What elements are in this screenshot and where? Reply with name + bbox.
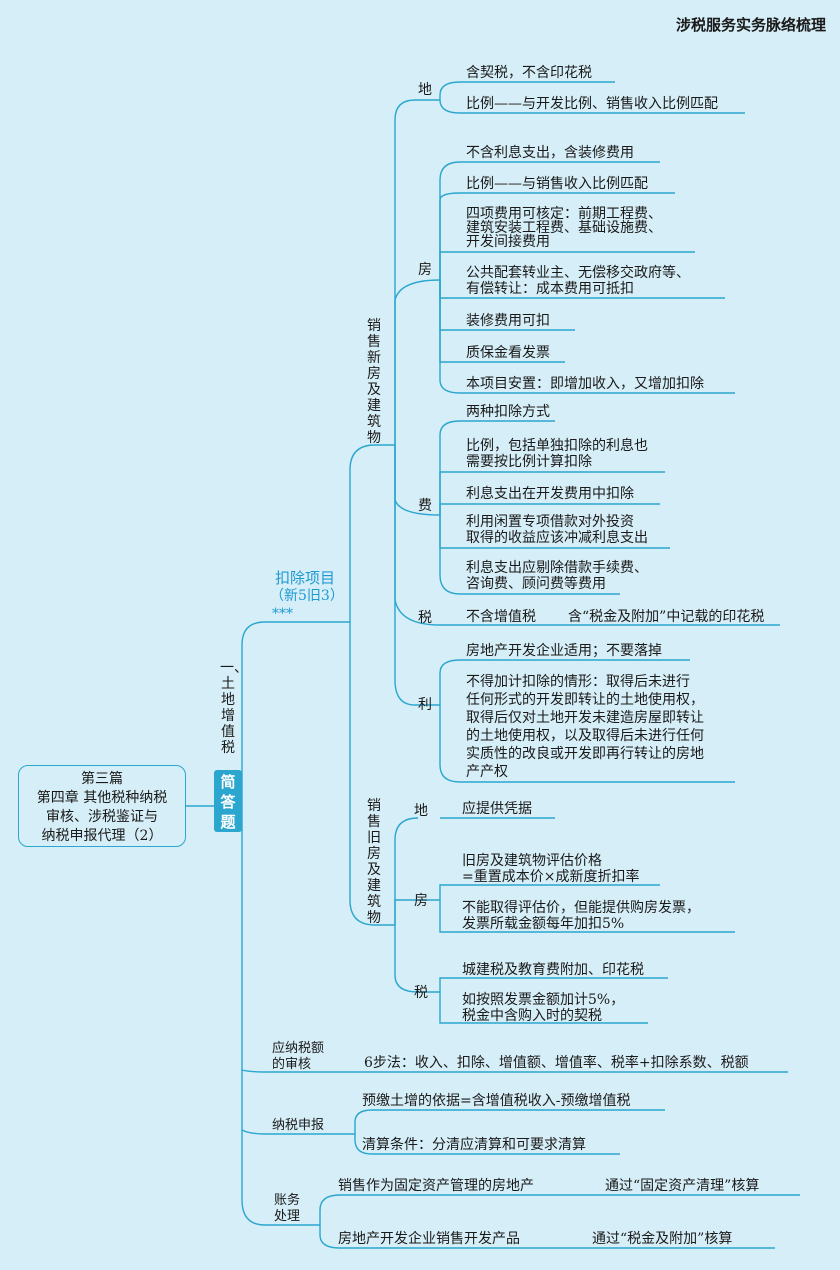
root-part: 第三篇 (81, 771, 123, 787)
filing-label: 纳税申报 (272, 1118, 325, 1133)
profit-item: 房地产开发企业适用；不要落掉 (466, 643, 662, 659)
old-tax-item: 税金中含购入时的契税 (462, 1008, 602, 1024)
old-house-item: 不能取得评估价，但能提供购房发票， (462, 900, 700, 916)
old-tax-item: 城建税及教育费附加、印花税 (462, 962, 644, 978)
tax-item: 不含增值税 (466, 609, 536, 625)
profit-item: 不得加计扣除的情形：取得后未进行 (466, 674, 690, 690)
new-land-item: 比例——与开发比例、销售收入比例匹配 (466, 96, 718, 112)
old-house-title: 销售旧房及建筑物 (367, 798, 381, 926)
old-land-item: 应提供凭据 (462, 801, 532, 817)
accounting-item: 通过“固定资产清理”核算 (605, 1178, 760, 1194)
section-title: 一、土地增值税 (220, 660, 248, 756)
old-house-item: 发票所载金额每年加扣5% (462, 916, 625, 932)
audit-item: 6步法：收入、扣除、增值额、增值率、税率+扣除系数、税额 (364, 1055, 749, 1071)
old-tax-label: 税 (414, 985, 428, 1001)
new-house-item: 开发间接费用 (466, 234, 550, 250)
tax-item: 含“税金及附加”中记载的印花税 (568, 609, 765, 625)
old-tax-item: 如按照发票金额加计5%， (462, 992, 625, 1008)
new-land-item: 含契税，不含印花税 (466, 65, 592, 81)
tax-label: 税 (418, 610, 432, 626)
new-house-item: 公共配套转业主、无偿移交政府等、 (466, 265, 690, 281)
new-house-item: 质保金看发票 (466, 345, 550, 361)
old-house-label: 房 (414, 893, 428, 909)
fee-item: 两种扣除方式 (466, 404, 550, 420)
question-type-badge: 简答题 (214, 770, 242, 832)
fee-item: 利用闲置专项借款对外投资 (466, 514, 634, 530)
new-house-title: 销售新房及建筑物 (367, 318, 381, 446)
new-house-item: 有偿转让：成本费用可抵扣 (466, 281, 634, 297)
filing-item: 清算条件：分清应清算和可要求清算 (362, 1137, 586, 1153)
deduction-subtitle: （新5旧3） (270, 588, 344, 604)
root-chapter-cont: 审核、涉税鉴证与 (46, 809, 158, 825)
new-house-item: 本项目安置：即增加收入，又增加扣除 (466, 376, 704, 392)
fee-item: 咨询费、顾问费等费用 (466, 576, 606, 592)
importance-stars: *** (272, 606, 293, 622)
profit-label: 利 (418, 697, 432, 713)
page-header: 涉税服务实务脉络梳理 (675, 16, 826, 34)
profit-item: 的土地使用权，以及取得后未进行任何 (466, 728, 704, 744)
accounting-item: 房地产开发企业销售开发产品 (338, 1231, 520, 1247)
root-chapter: 第四章 其他税种纳税 (36, 790, 168, 806)
profit-item: 取得后仅对土地开发未建造房屋即转让 (466, 710, 704, 726)
root-node: 第三篇 第四章 其他税种纳税 审核、涉税鉴证与 纳税申报代理（2） (18, 765, 186, 847)
fee-item: 利息支出应剔除借款手续费、 (466, 560, 648, 576)
fee-item: 利息支出在开发费用中扣除 (466, 486, 634, 502)
fee-item: 取得的收益应该冲减利息支出 (466, 530, 648, 546)
accounting-item: 销售作为固定资产管理的房地产 (338, 1178, 534, 1194)
new-house-item: 建筑安装工程费、基础设施费、 (466, 220, 662, 236)
root-chapter-end: 纳税申报代理（2） (41, 828, 163, 844)
new-house-label: 房 (418, 262, 432, 278)
audit-label: 应纳税额 (272, 1041, 325, 1056)
old-house-item: =重置成本价×成新度折扣率 (462, 869, 640, 885)
profit-item: 产产权 (466, 764, 508, 780)
audit-label: 的审核 (272, 1057, 312, 1072)
accounting-label: 账务 (274, 1193, 301, 1208)
fee-label: 费 (418, 498, 432, 514)
new-house-item: 四项费用可核定：前期工程费、 (466, 206, 662, 222)
new-land-label: 地 (418, 82, 432, 98)
old-house-item: 旧房及建筑物评估价格 (462, 853, 602, 869)
deduction-title: 扣除项目 (275, 569, 336, 587)
fee-item: 比例，包括单独扣除的利息也 (466, 438, 648, 454)
new-house-item: 不含利息支出，含装修费用 (466, 145, 634, 161)
fee-item: 需要按比例计算扣除 (466, 454, 592, 470)
old-land-label: 地 (414, 803, 428, 819)
accounting-label: 处理 (274, 1209, 301, 1224)
filing-item: 预缴土增的依据=含增值税收入-预缴增值税 (362, 1093, 631, 1109)
new-house-item: 装修费用可扣 (466, 313, 550, 329)
profit-item: 任何形式的开发即转让的土地使用权， (466, 692, 704, 708)
profit-item: 实质性的改良或开发即再行转让的房地 (466, 746, 704, 762)
accounting-item: 通过“税金及附加”核算 (592, 1231, 733, 1247)
new-house-item: 比例——与销售收入比例匹配 (466, 176, 648, 192)
